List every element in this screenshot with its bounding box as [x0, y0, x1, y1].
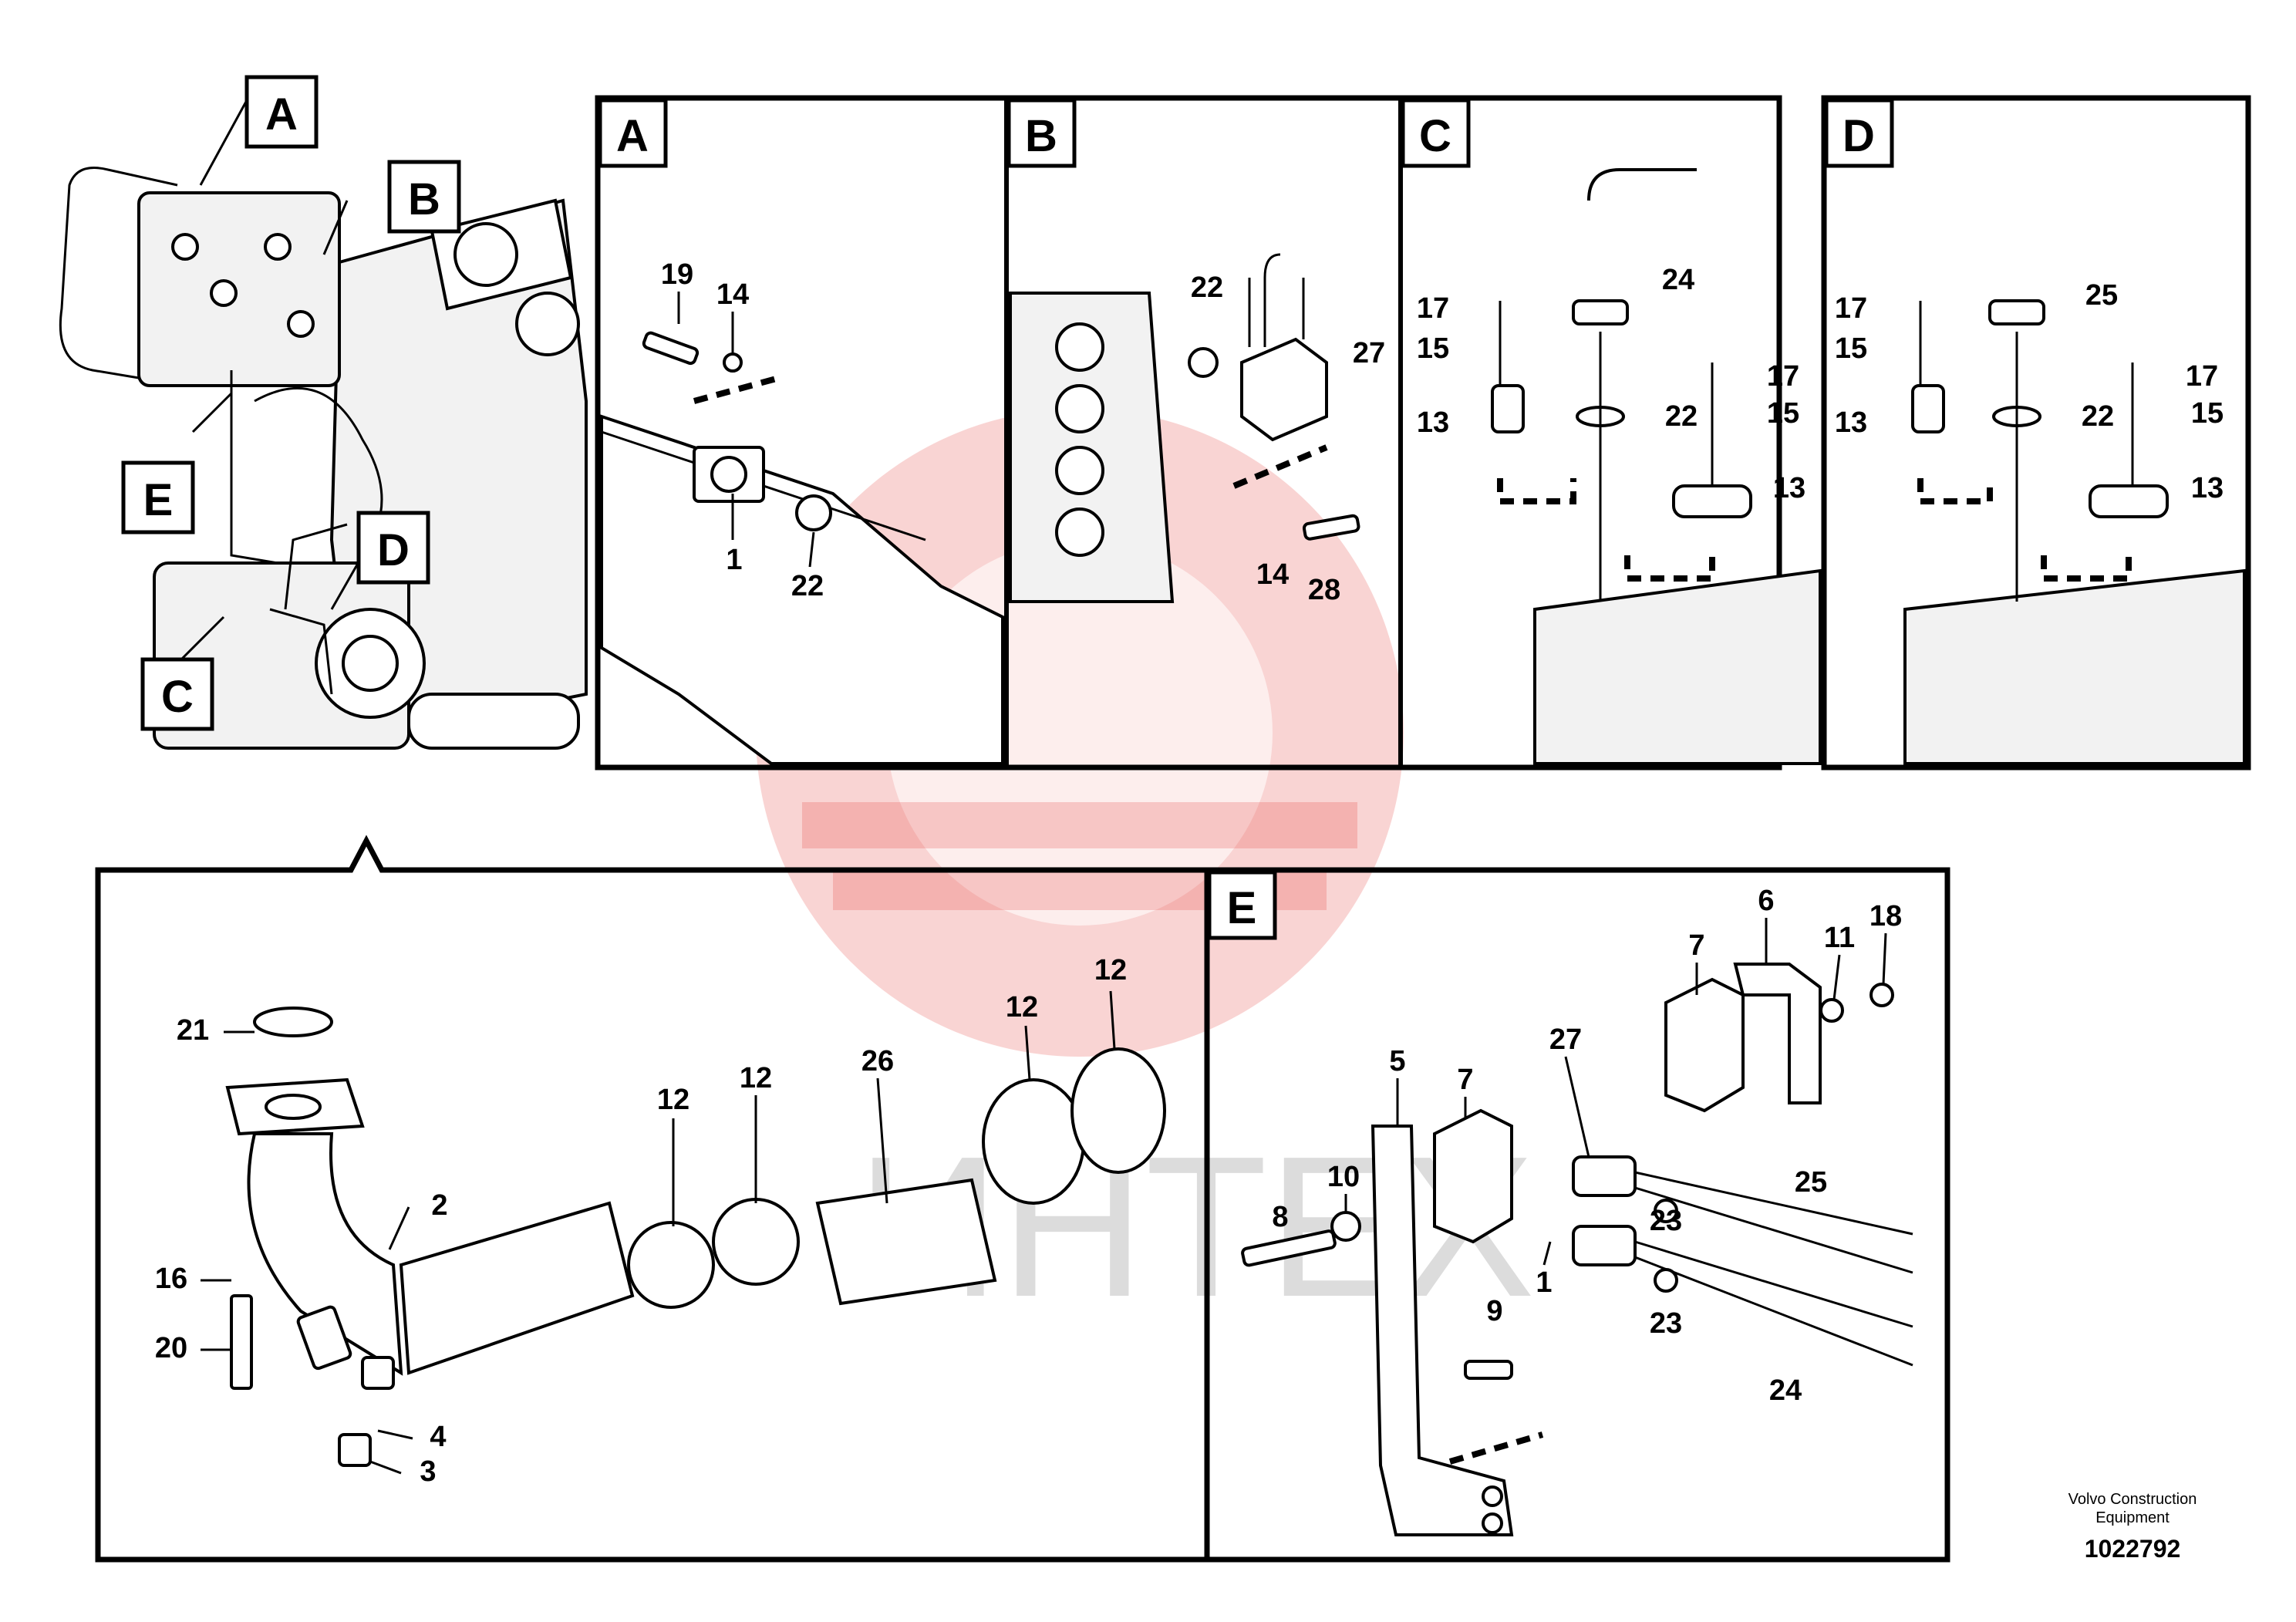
svg-text:13: 13 — [1417, 406, 1449, 439]
company-name: Volvo Construction Equipment — [2036, 1490, 2229, 1527]
svg-text:9: 9 — [1486, 1295, 1502, 1327]
svg-text:13: 13 — [1773, 472, 1805, 504]
svg-text:25: 25 — [2085, 279, 2118, 312]
svg-text:23: 23 — [1650, 1205, 1682, 1237]
panel-d: D 17 15 13 25 22 17 15 13 — [1824, 98, 2246, 765]
svg-text:15: 15 — [1417, 332, 1449, 365]
panel-b: B 22 27 14 28 — [1006, 98, 1385, 606]
svg-text:12: 12 — [740, 1062, 772, 1094]
svg-text:17: 17 — [1417, 292, 1449, 325]
svg-text:13: 13 — [2191, 472, 2224, 504]
detail-frame-top — [595, 95, 1782, 771]
callout-d[interactable]: D — [356, 511, 430, 585]
svg-text:7: 7 — [1688, 929, 1704, 962]
callout-e[interactable]: E — [121, 460, 195, 534]
svg-text:25: 25 — [1795, 1166, 1827, 1199]
callout-b[interactable]: B — [387, 160, 461, 234]
svg-text:12: 12 — [1006, 991, 1038, 1023]
svg-text:23: 23 — [1650, 1307, 1682, 1340]
svg-text:D: D — [1843, 111, 1875, 161]
svg-text:24: 24 — [1769, 1374, 1802, 1407]
svg-text:E: E — [143, 475, 174, 525]
company-line-1: Volvo Construction — [2068, 1491, 2197, 1508]
panel-d-tag — [1824, 98, 1894, 168]
callout-c[interactable]: C — [140, 657, 214, 731]
svg-text:17: 17 — [1835, 292, 1867, 325]
panel-a: A 19 14 1 22 — [598, 98, 1004, 765]
svg-text:14: 14 — [716, 278, 749, 311]
company-line-2: Equipment — [2095, 1509, 2170, 1526]
panel-b-tag — [1006, 98, 1077, 168]
svg-text:8: 8 — [1272, 1201, 1288, 1233]
panel-a-tag — [598, 98, 668, 168]
svg-text:1: 1 — [1536, 1266, 1552, 1299]
svg-text:13: 13 — [1835, 406, 1867, 439]
svg-text:A: A — [616, 111, 649, 161]
svg-text:A: A — [265, 89, 298, 140]
detail-frame-main — [95, 835, 1210, 1563]
svg-text:27: 27 — [1353, 337, 1385, 369]
panel-c-tag — [1401, 98, 1471, 168]
panel-c: C 17 15 13 24 22 17 15 13 — [1401, 98, 1822, 765]
svg-text:18: 18 — [1870, 900, 1902, 932]
svg-text:2: 2 — [431, 1189, 447, 1222]
svg-text:10: 10 — [1327, 1161, 1360, 1193]
svg-text:E: E — [1227, 883, 1257, 933]
svg-text:16: 16 — [155, 1263, 187, 1295]
svg-text:17: 17 — [2186, 360, 2218, 393]
svg-text:1: 1 — [726, 544, 742, 576]
svg-text:24: 24 — [1662, 264, 1694, 296]
panel-main: 21 2 16 20 4 3 12 12 26 12 12 — [155, 954, 1166, 1488]
svg-text:C: C — [1419, 111, 1451, 161]
svg-text:3: 3 — [420, 1455, 436, 1488]
panel-e: E 5 7 27 7 6 11 18 8 10 1 23 25 23 24 9 — [1207, 870, 1913, 1536]
callout-a[interactable]: A — [244, 75, 319, 149]
drawing-number: 1022792 — [2084, 1535, 2181, 1563]
panel-e-tag — [1207, 870, 1277, 940]
svg-text:11: 11 — [1824, 922, 1855, 954]
svg-text:22: 22 — [1191, 271, 1223, 304]
svg-text:B: B — [408, 174, 440, 224]
svg-text:22: 22 — [1665, 400, 1698, 433]
svg-text:15: 15 — [1835, 332, 1867, 365]
svg-text:14: 14 — [1256, 558, 1289, 591]
svg-text:19: 19 — [661, 258, 693, 291]
svg-text:22: 22 — [791, 570, 824, 602]
svg-text:15: 15 — [2191, 397, 2224, 430]
svg-text:5: 5 — [1389, 1045, 1405, 1077]
svg-text:22: 22 — [2082, 400, 2114, 433]
svg-text:6: 6 — [1758, 885, 1774, 917]
svg-text:12: 12 — [1094, 954, 1127, 986]
svg-text:12: 12 — [657, 1084, 689, 1116]
svg-text:28: 28 — [1308, 574, 1340, 606]
svg-text:7: 7 — [1457, 1064, 1473, 1096]
svg-text:15: 15 — [1767, 397, 1799, 430]
svg-text:26: 26 — [861, 1045, 894, 1077]
svg-text:27: 27 — [1549, 1023, 1582, 1056]
svg-text:D: D — [377, 525, 410, 575]
svg-text:C: C — [161, 672, 194, 722]
svg-text:B: B — [1025, 111, 1057, 161]
overview-assembly-drawing — [59, 99, 588, 750]
detail-frame-e — [1204, 867, 1950, 1563]
svg-text:17: 17 — [1767, 360, 1799, 393]
svg-text:4: 4 — [430, 1421, 446, 1453]
svg-text:20: 20 — [155, 1332, 187, 1364]
svg-text:21: 21 — [177, 1014, 209, 1047]
